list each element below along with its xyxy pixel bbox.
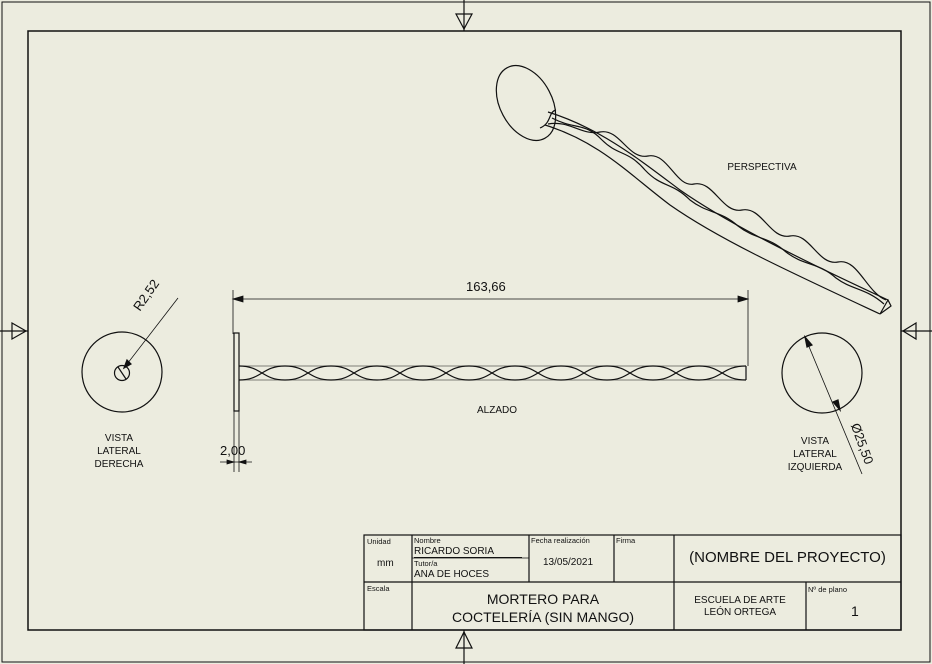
name-value: RICARDO SORIA — [414, 546, 522, 558]
elevation-label: ALZADO — [476, 405, 517, 416]
length-dimension — [231, 290, 750, 366]
right-side-view — [81, 297, 179, 413]
length-dimension-text: 163,66 — [466, 279, 506, 294]
plan-number-header: Nº de plano — [808, 585, 848, 594]
school-name: ESCUELA DE ARTE LEÓN ORTEGA — [694, 595, 786, 618]
perspective-view — [495, 65, 892, 315]
drawing-frame — [27, 30, 902, 631]
date-value: 13/05/2021 — [543, 557, 594, 568]
plan-number-value: 1 — [851, 603, 859, 619]
tutor-value: ANA DE HOCES — [414, 569, 490, 580]
left-side-view-label: VISTA LATERAL IZQUIERDA — [787, 436, 843, 473]
left-side-view — [781, 332, 863, 475]
elevation-view — [233, 332, 747, 412]
thickness-dimension — [220, 411, 252, 472]
scale-header: Escala — [367, 584, 390, 593]
date-header: Fecha realización — [531, 536, 590, 545]
right-side-view-label: VISTA LATERAL DERECHA — [94, 433, 144, 470]
drawing-title: MORTERO PARA COCTELERÍA (SIN MANGO) — [451, 591, 635, 625]
project-name: (NOMBRE DEL PROYECTO) — [689, 549, 886, 566]
title-block-grid — [363, 534, 902, 631]
unit-value: mm — [377, 558, 394, 569]
perspective-label: PERSPECTIVA — [727, 162, 797, 173]
name-header: Nombre — [414, 536, 441, 545]
unit-header: Unidad — [367, 537, 391, 546]
thickness-dimension-text: 2,00 — [220, 443, 246, 458]
signature-header: Firma — [616, 536, 636, 545]
tutor-header: Tutor/a — [414, 559, 438, 568]
